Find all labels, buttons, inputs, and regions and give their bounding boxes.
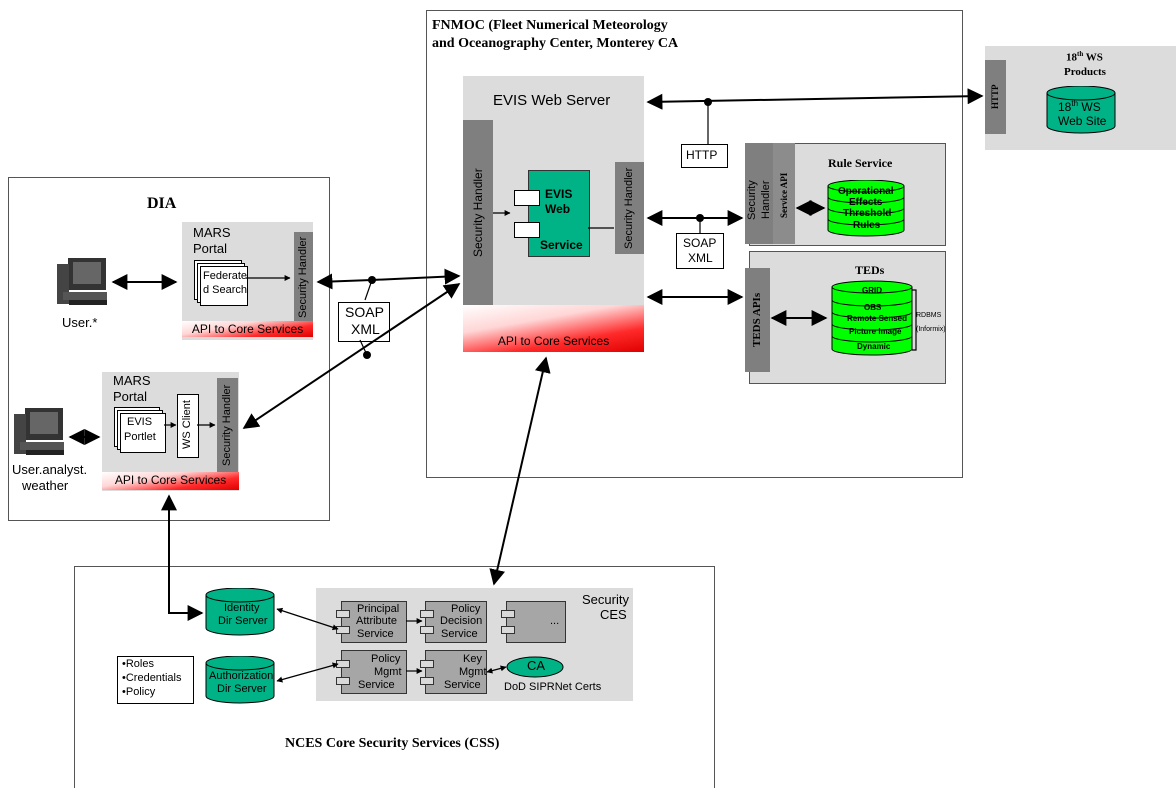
nces-title: NCES Core Security Services (CSS) <box>285 736 500 751</box>
policy-mgmt-line1: Policy <box>371 653 401 665</box>
ws-client <box>177 394 199 458</box>
fnmoc-soap-line1: SOAP <box>683 236 717 250</box>
fnmoc-soap-box <box>676 233 724 269</box>
rule-db-line2: Effects <box>849 197 883 208</box>
ws18-site-line1: 18th WS <box>1058 99 1101 114</box>
auth-line2: Dir Server <box>217 683 267 695</box>
teds-layer-remote: Remote Sensed <box>847 314 908 323</box>
dia-security-handler-2 <box>217 378 238 473</box>
ws18-title-line2: Products <box>1064 66 1106 78</box>
user-label: User.* <box>62 315 98 330</box>
evis-service-port-bottom <box>514 222 540 238</box>
analyst-line2: weather <box>22 478 69 493</box>
policy-decision-line2: Decision <box>440 615 483 627</box>
authorization-dir-db <box>205 656 275 704</box>
fnmoc-api-to-core: API to Core Services <box>463 305 644 352</box>
teds-rdbms-line1: RDBMS <box>916 312 942 319</box>
policy-decision-line1: Policy <box>451 603 481 615</box>
ws18-title: 18th WS <box>1066 50 1103 64</box>
policy-decision-line3: Service <box>441 628 478 640</box>
security-ces-line2: CES <box>600 607 627 622</box>
rule-db <box>827 180 905 237</box>
legend-policy: •Policy <box>122 686 156 698</box>
principal-line3: Service <box>357 628 394 640</box>
evis-service-port-top <box>514 190 540 206</box>
evis-service-line2: Web <box>545 202 571 216</box>
key-mgmt-line1: Key <box>463 653 482 665</box>
fnmoc-title-line2: and Oceanography Center, Monterey CA <box>432 36 679 51</box>
portlet-line1: EVIS <box>127 416 153 428</box>
ws18-site-line2: Web Site <box>1058 114 1107 128</box>
teds-layer-picture: Picture Image <box>849 327 902 336</box>
mars2-line2: Portal <box>113 389 147 404</box>
teds-db <box>831 280 913 356</box>
policy-decision-service <box>420 601 487 643</box>
principal-attribute-service <box>336 601 407 643</box>
teds-layer-dynamic: Dynamic <box>857 342 891 351</box>
mars1-line2: Portal <box>193 241 227 256</box>
policy-mgmt-line2: Mgmt <box>374 666 402 678</box>
analyst-computer-icon <box>14 408 64 455</box>
fnmoc-title-line1: FNMOC (Fleet Numerical Meteorology <box>432 18 668 33</box>
teds-layer-obs: OBS <box>864 303 882 312</box>
key-mgmt-line3: Service <box>444 679 481 691</box>
legend-roles: •Roles <box>122 658 154 670</box>
dia-api-to-core-2: API to Core Services <box>102 472 239 490</box>
evis-service-line1: EVIS <box>545 187 573 201</box>
auth-line1: Authorization <box>209 670 274 682</box>
identity-line2: Dir Server <box>218 615 268 627</box>
dod-certs-label: DoD SIPRNet Certs <box>504 681 602 693</box>
policy-mgmt-line3: Service <box>358 679 395 691</box>
rule-db-line1: Operational <box>838 186 894 197</box>
security-handler-left <box>463 120 493 305</box>
mars2-line1: MARS <box>113 373 151 388</box>
other-service-label: ... <box>550 615 560 627</box>
rule-db-line3: Threshold <box>843 208 892 219</box>
teds-layer-grid: GRID <box>862 286 882 295</box>
key-mgmt-line2: Mgmt <box>459 666 487 678</box>
portlet-line2: Portlet <box>124 431 156 443</box>
credentials-legend <box>117 656 194 704</box>
security-handler-right <box>615 162 644 254</box>
principal-line1: Principal <box>357 603 400 615</box>
evis-web-service <box>528 170 590 257</box>
ws18-http <box>985 60 1006 134</box>
rule-security-handler <box>745 143 773 244</box>
policy-mgmt-service <box>336 650 407 694</box>
teds-title: TEDs <box>855 263 885 277</box>
federated-line1: Federate <box>203 270 248 282</box>
dia-title: DIA <box>147 195 177 212</box>
mars1-line1: MARS <box>193 225 231 240</box>
ca-label: CA <box>527 658 546 673</box>
principal-line2: Attribute <box>356 615 397 627</box>
federated-line2: d Search <box>203 284 248 296</box>
federated-search <box>200 266 248 306</box>
teds-rdbms-line2: (Informix) <box>916 326 946 333</box>
analyst-line1: User.analyst. <box>12 462 88 477</box>
rule-db-line4: Rules <box>853 220 881 231</box>
identity-dir-db <box>205 588 275 636</box>
evis-service-line3: Service <box>540 238 583 252</box>
security-ces-line1: Security <box>582 592 629 607</box>
user-computer-icon <box>57 258 107 305</box>
ws18-site-db <box>1046 86 1116 134</box>
fnmoc-soap-line2: XML <box>688 251 713 265</box>
other-service <box>501 601 566 643</box>
rule-service-title: Rule Service <box>828 156 893 170</box>
evis-portlet <box>120 413 166 453</box>
ca-ellipse <box>506 656 564 678</box>
evis-web-server-label: EVIS Web Server <box>493 92 611 109</box>
http-label-box <box>681 144 728 168</box>
http-label: HTTP <box>686 148 718 162</box>
legend-credentials: •Credentials <box>122 672 182 684</box>
teds-apis <box>745 268 770 372</box>
key-mgmt-service <box>420 650 487 694</box>
rule-service-api <box>773 143 795 244</box>
identity-line1: Identity <box>224 602 260 614</box>
